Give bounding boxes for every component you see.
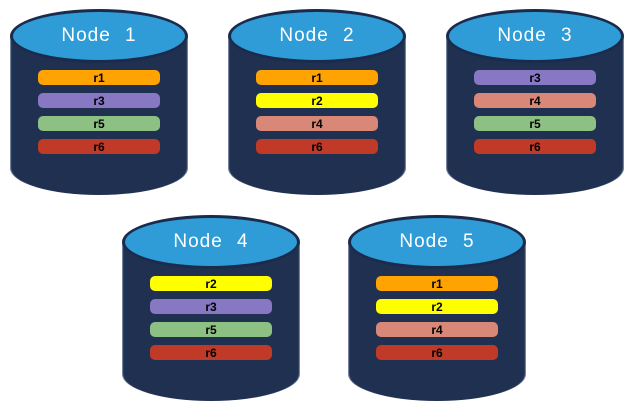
cylinder-top-ellipse	[10, 9, 188, 63]
cylinder-top-ellipse	[228, 9, 406, 63]
replica-bar-r1: r1	[256, 70, 378, 85]
replica-bar-r2: r2	[376, 299, 498, 314]
cylinder-top-ellipse	[446, 9, 624, 63]
replica-bar-r5: r5	[150, 322, 272, 337]
replica-bar-r3: r3	[150, 299, 272, 314]
node-title: Node 4	[173, 231, 249, 252]
replica-bar-r6: r6	[474, 139, 596, 154]
cylinder-top-ellipse	[122, 215, 300, 269]
replica-bar-r6: r6	[150, 345, 272, 360]
db-node: Node 4 r2 r3 r5 r6	[122, 215, 300, 401]
db-node: Node 1 r1 r3 r5 r6	[10, 9, 188, 195]
replica-bar-r3: r3	[38, 93, 160, 108]
db-node: Node 3 r3 r4 r5 r6	[446, 9, 624, 195]
node-title: Node 1	[61, 25, 137, 46]
replica-bar-r1: r1	[376, 276, 498, 291]
node-title: Node 2	[279, 25, 355, 46]
cylinder-top-ellipse	[348, 215, 526, 269]
replica-bar-r4: r4	[376, 322, 498, 337]
replica-bar-r4: r4	[256, 116, 378, 131]
replica-bar-r5: r5	[38, 116, 160, 131]
replica-list: r1 r2 r4 r6	[376, 276, 498, 360]
replica-bar-r6: r6	[256, 139, 378, 154]
replica-bar-r1: r1	[38, 70, 160, 85]
replica-bar-r6: r6	[376, 345, 498, 360]
db-node: Node 2 r1 r2 r4 r6	[228, 9, 406, 195]
replica-list: r1 r3 r5 r6	[38, 70, 160, 154]
replica-bar-r2: r2	[256, 93, 378, 108]
replica-bar-r5: r5	[474, 116, 596, 131]
replica-bar-r3: r3	[474, 70, 596, 85]
replica-bar-r6: r6	[38, 139, 160, 154]
node-title: Node 3	[497, 25, 573, 46]
node-title: Node 5	[399, 231, 475, 252]
db-node: Node 5 r1 r2 r4 r6	[348, 215, 526, 401]
replica-list: r2 r3 r5 r6	[150, 276, 272, 360]
replica-bar-r4: r4	[474, 93, 596, 108]
replica-bar-r2: r2	[150, 276, 272, 291]
replica-list: r3 r4 r5 r6	[474, 70, 596, 154]
replica-list: r1 r2 r4 r6	[256, 70, 378, 154]
